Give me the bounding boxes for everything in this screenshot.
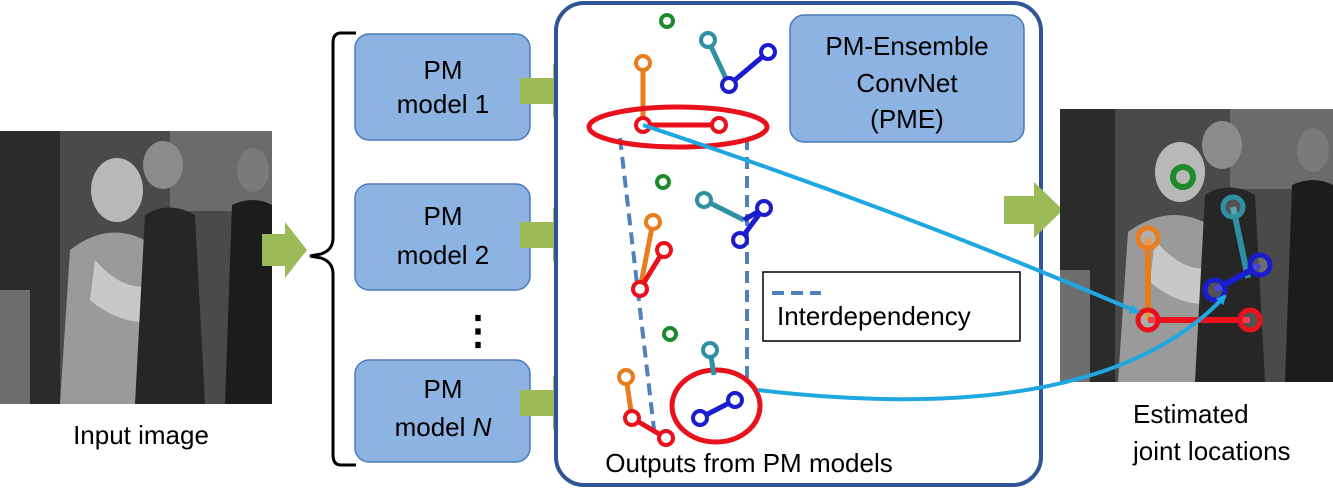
pme-box: PM-Ensemble ConvNet (PME): [789, 14, 1025, 143]
joint-right-wrist-2: [731, 231, 749, 249]
result-label-line1: Estimated: [1133, 399, 1249, 429]
pm-model-n-box: PM model N: [354, 359, 531, 463]
pm-model-1-line1: PM: [424, 55, 463, 85]
final-joint-left-shoulder: [1135, 225, 1161, 251]
pm-model-2-box: PM model 2: [354, 183, 531, 291]
joint-left-shoulder-1: [634, 54, 652, 72]
pm-model-1-box: PM model 1: [354, 33, 531, 141]
outputs-label: Outputs from PM models: [605, 448, 893, 478]
model-brace: [309, 31, 356, 467]
input-arrow: [262, 222, 307, 278]
pm-model-2-line2: model 2: [397, 240, 490, 270]
final-joint-right-wrist: [1247, 252, 1273, 278]
joint-right-wrist-1: [759, 43, 777, 61]
joint-head-n: [662, 326, 678, 342]
final-skeleton: [1135, 164, 1273, 333]
interdependency-line-left: [618, 137, 657, 439]
final-joint-head: [1170, 164, 1196, 190]
joint-left-hip-2: [655, 241, 673, 259]
joint-left-shoulder-n: [617, 368, 635, 386]
highlight-ellipse-1: [586, 104, 770, 150]
joint-head-2: [655, 174, 671, 190]
model-ellipsis: ⋮: [458, 309, 498, 353]
legend-box: Interdependency: [762, 271, 1021, 342]
joint-left-shoulder-2: [644, 213, 662, 231]
output-skeleton-1: [586, 13, 777, 150]
joint-right-hip-2: [631, 280, 649, 298]
flow-arrow-hip: [642, 123, 1140, 314]
output-skeleton-2: [631, 174, 773, 298]
joint-right-elbow-1: [720, 76, 738, 94]
final-joint-right-hip: [1237, 307, 1263, 333]
joint-left-hip-n: [623, 409, 641, 427]
result-label-line2: joint locations: [1132, 436, 1291, 466]
joint-right-shoulder-2: [695, 191, 713, 209]
pme-line1: PM-Ensemble: [825, 31, 988, 61]
pme-line3: (PME): [870, 104, 944, 134]
pm-model-n-line2: model N: [395, 412, 492, 442]
input-photo: [0, 131, 272, 404]
joint-right-shoulder-n: [701, 341, 719, 359]
final-joint-left-hip: [1135, 307, 1161, 333]
pm-model-n-italic: N: [473, 412, 492, 442]
input-image-label: Input image: [73, 420, 209, 450]
pm-model-n-word: model: [395, 412, 473, 442]
pme-line2: ConvNet: [856, 68, 958, 98]
joint-right-hip-1: [710, 116, 728, 134]
joint-right-elbow-2: [755, 199, 773, 217]
pm-model-1-line2: model 1: [397, 89, 490, 119]
highlight-ellipse-n: [669, 367, 763, 445]
joint-right-shoulder-1: [699, 31, 717, 49]
limb-left-2: [637, 221, 656, 290]
pm-model-n-line1: PM: [424, 374, 463, 404]
legend-label: Interdependency: [777, 301, 971, 331]
final-joint-right-shoulder: [1220, 194, 1246, 220]
joint-right-hip-n: [657, 429, 675, 447]
joint-head-1: [659, 13, 675, 29]
flow-arrow-arm: [757, 294, 1227, 402]
pm-model-2-line1: PM: [424, 201, 463, 231]
output-photo: [1060, 109, 1333, 382]
output-skeleton-n: [617, 326, 763, 447]
result-arrow: [1004, 182, 1063, 238]
joint-right-wrist-n: [726, 391, 744, 409]
joint-right-elbow-n: [691, 409, 709, 427]
